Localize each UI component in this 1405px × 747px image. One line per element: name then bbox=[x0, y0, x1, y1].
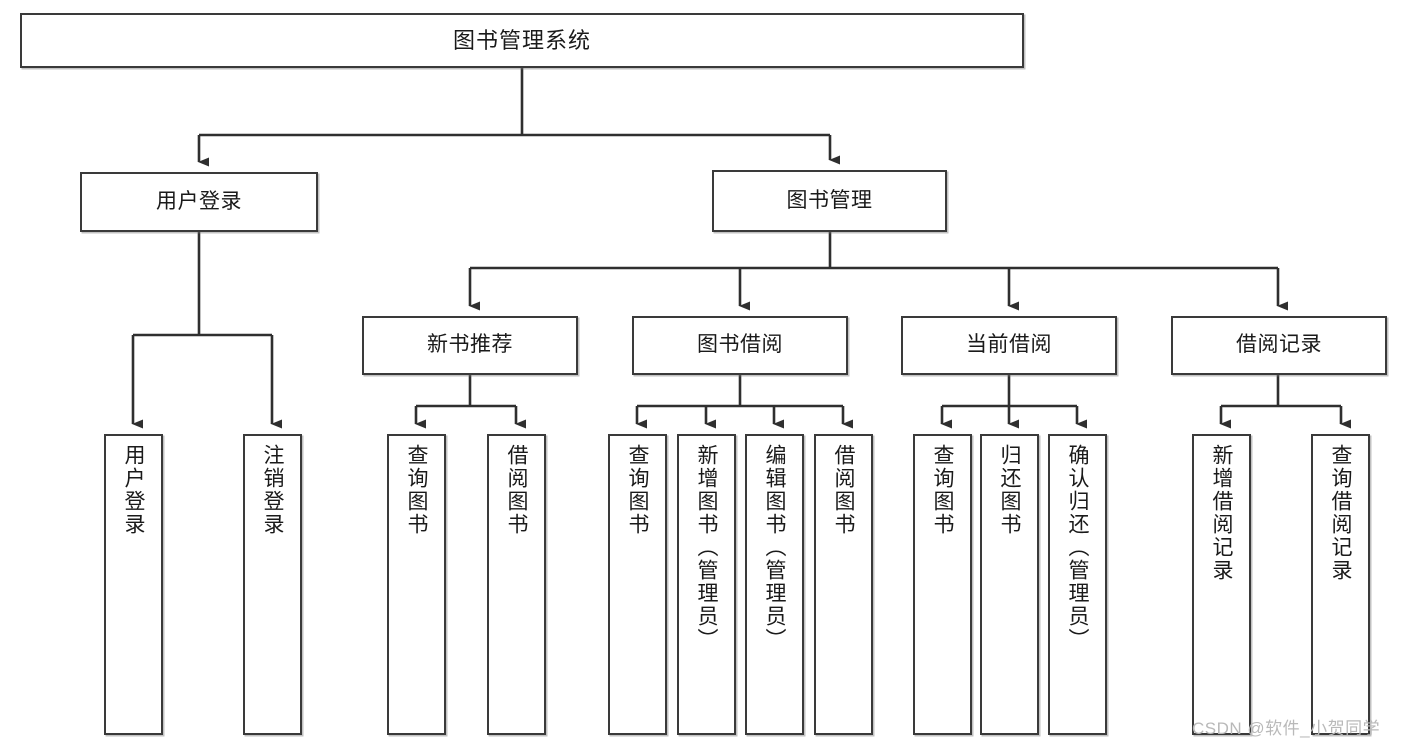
node-leaf-user-logout-label: 注销登录 bbox=[261, 444, 284, 536]
node-leaf-add-record[interactable]: 新增借阅记录 bbox=[1192, 434, 1251, 735]
node-leaf-confirm-return-label: 确认归还（管理员） bbox=[1066, 444, 1089, 651]
node-book-borrow[interactable]: 图书借阅 bbox=[632, 316, 848, 375]
node-leaf-confirm-return[interactable]: 确认归还（管理员） bbox=[1048, 434, 1107, 735]
node-leaf-return-book-label: 归还图书 bbox=[998, 444, 1021, 536]
node-root[interactable]: 图书管理系统 bbox=[20, 13, 1024, 68]
node-leaf-user-login[interactable]: 用户登录 bbox=[104, 434, 163, 735]
node-book-manage[interactable]: 图书管理 bbox=[712, 170, 947, 232]
node-book-borrow-label: 图书借阅 bbox=[697, 333, 783, 357]
node-leaf-query-book-3-label: 查询图书 bbox=[931, 444, 954, 536]
node-leaf-query-book-2-label: 查询图书 bbox=[626, 444, 649, 536]
node-book-manage-label: 图书管理 bbox=[786, 188, 873, 212]
node-user-login[interactable]: 用户登录 bbox=[80, 172, 318, 232]
node-leaf-borrow-book-1[interactable]: 借阅图书 bbox=[487, 434, 546, 735]
node-leaf-user-logout[interactable]: 注销登录 bbox=[243, 434, 302, 735]
node-leaf-query-book-2[interactable]: 查询图书 bbox=[608, 434, 667, 735]
node-leaf-add-book-label: 新增图书（管理员） bbox=[695, 444, 718, 651]
node-leaf-borrow-book-2-label: 借阅图书 bbox=[832, 444, 855, 536]
node-leaf-query-book-1-label: 查询图书 bbox=[405, 444, 428, 536]
node-leaf-query-book-1[interactable]: 查询图书 bbox=[387, 434, 446, 735]
node-borrow-record-label: 借阅记录 bbox=[1236, 333, 1322, 357]
node-leaf-return-book[interactable]: 归还图书 bbox=[980, 434, 1039, 735]
node-leaf-query-record-label: 查询借阅记录 bbox=[1329, 444, 1352, 582]
node-borrow-record[interactable]: 借阅记录 bbox=[1171, 316, 1387, 375]
node-leaf-edit-book-label: 编辑图书（管理员） bbox=[763, 444, 786, 651]
node-leaf-edit-book[interactable]: 编辑图书（管理员） bbox=[745, 434, 804, 735]
node-leaf-borrow-book-2[interactable]: 借阅图书 bbox=[814, 434, 873, 735]
node-user-login-label: 用户登录 bbox=[156, 189, 242, 213]
node-leaf-user-login-label: 用户登录 bbox=[122, 444, 145, 536]
node-root-label: 图书管理系统 bbox=[452, 27, 591, 53]
node-leaf-query-book-3[interactable]: 查询图书 bbox=[913, 434, 972, 735]
node-new-book-recommend-label: 新书推荐 bbox=[427, 333, 513, 357]
node-leaf-add-record-label: 新增借阅记录 bbox=[1210, 444, 1233, 582]
node-leaf-add-book[interactable]: 新增图书（管理员） bbox=[677, 434, 736, 735]
node-new-book-recommend[interactable]: 新书推荐 bbox=[362, 316, 578, 375]
node-current-borrow-label: 当前借阅 bbox=[966, 333, 1052, 357]
node-leaf-borrow-book-1-label: 借阅图书 bbox=[505, 444, 528, 536]
node-leaf-query-record[interactable]: 查询借阅记录 bbox=[1311, 434, 1370, 735]
node-current-borrow[interactable]: 当前借阅 bbox=[901, 316, 1117, 375]
